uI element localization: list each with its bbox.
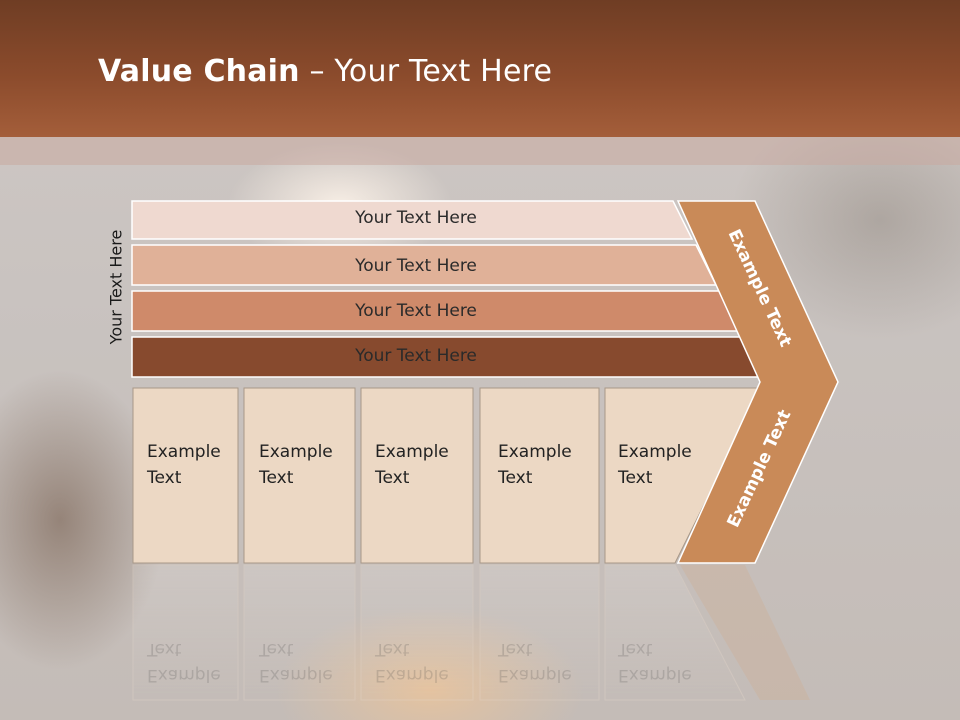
box-label-reflection: Example Text <box>498 639 572 685</box>
box-label-reflection: Example Text <box>259 639 333 685</box>
box-label-reflection: Example Text <box>375 639 449 685</box>
row-label-4: Your Text Here <box>355 346 477 366</box>
row-bar-1 <box>131 200 694 240</box>
activity-box-2 <box>243 387 356 564</box>
row-label-3: Your Text Here <box>355 301 477 321</box>
box-label-1: Example Text <box>147 442 221 488</box>
box-reflection <box>604 564 746 701</box>
row-label-2: Your Text Here <box>355 256 477 276</box>
header-band <box>0 137 960 165</box>
title-bar <box>0 0 960 137</box>
box-label-reflection: Example Text <box>618 639 692 685</box>
chevron-reflection <box>680 565 810 700</box>
box-label-reflection: Example Text <box>147 639 221 685</box>
title-rest: – Your Text Here <box>299 54 553 89</box>
box-reflection <box>479 564 600 701</box>
box-label-2: Example Text <box>259 442 333 488</box>
row-label-1: Your Text Here <box>355 208 477 228</box>
box-reflection <box>243 564 356 701</box>
box-label-4: Example Text <box>498 442 572 488</box>
box-label-5: Example Text <box>618 442 692 488</box>
margin-chevron <box>676 200 839 564</box>
activity-box-1 <box>132 387 239 564</box>
activity-box-3 <box>360 387 474 564</box>
box-reflection <box>360 564 474 701</box>
activity-box-4 <box>479 387 600 564</box>
box-label-3: Example Text <box>375 442 449 488</box>
slide-title: Value Chain – Your Text Here <box>98 54 552 89</box>
activity-box-5 <box>604 387 763 564</box>
box-reflection <box>132 564 239 701</box>
title-bold: Value Chain <box>98 54 300 89</box>
